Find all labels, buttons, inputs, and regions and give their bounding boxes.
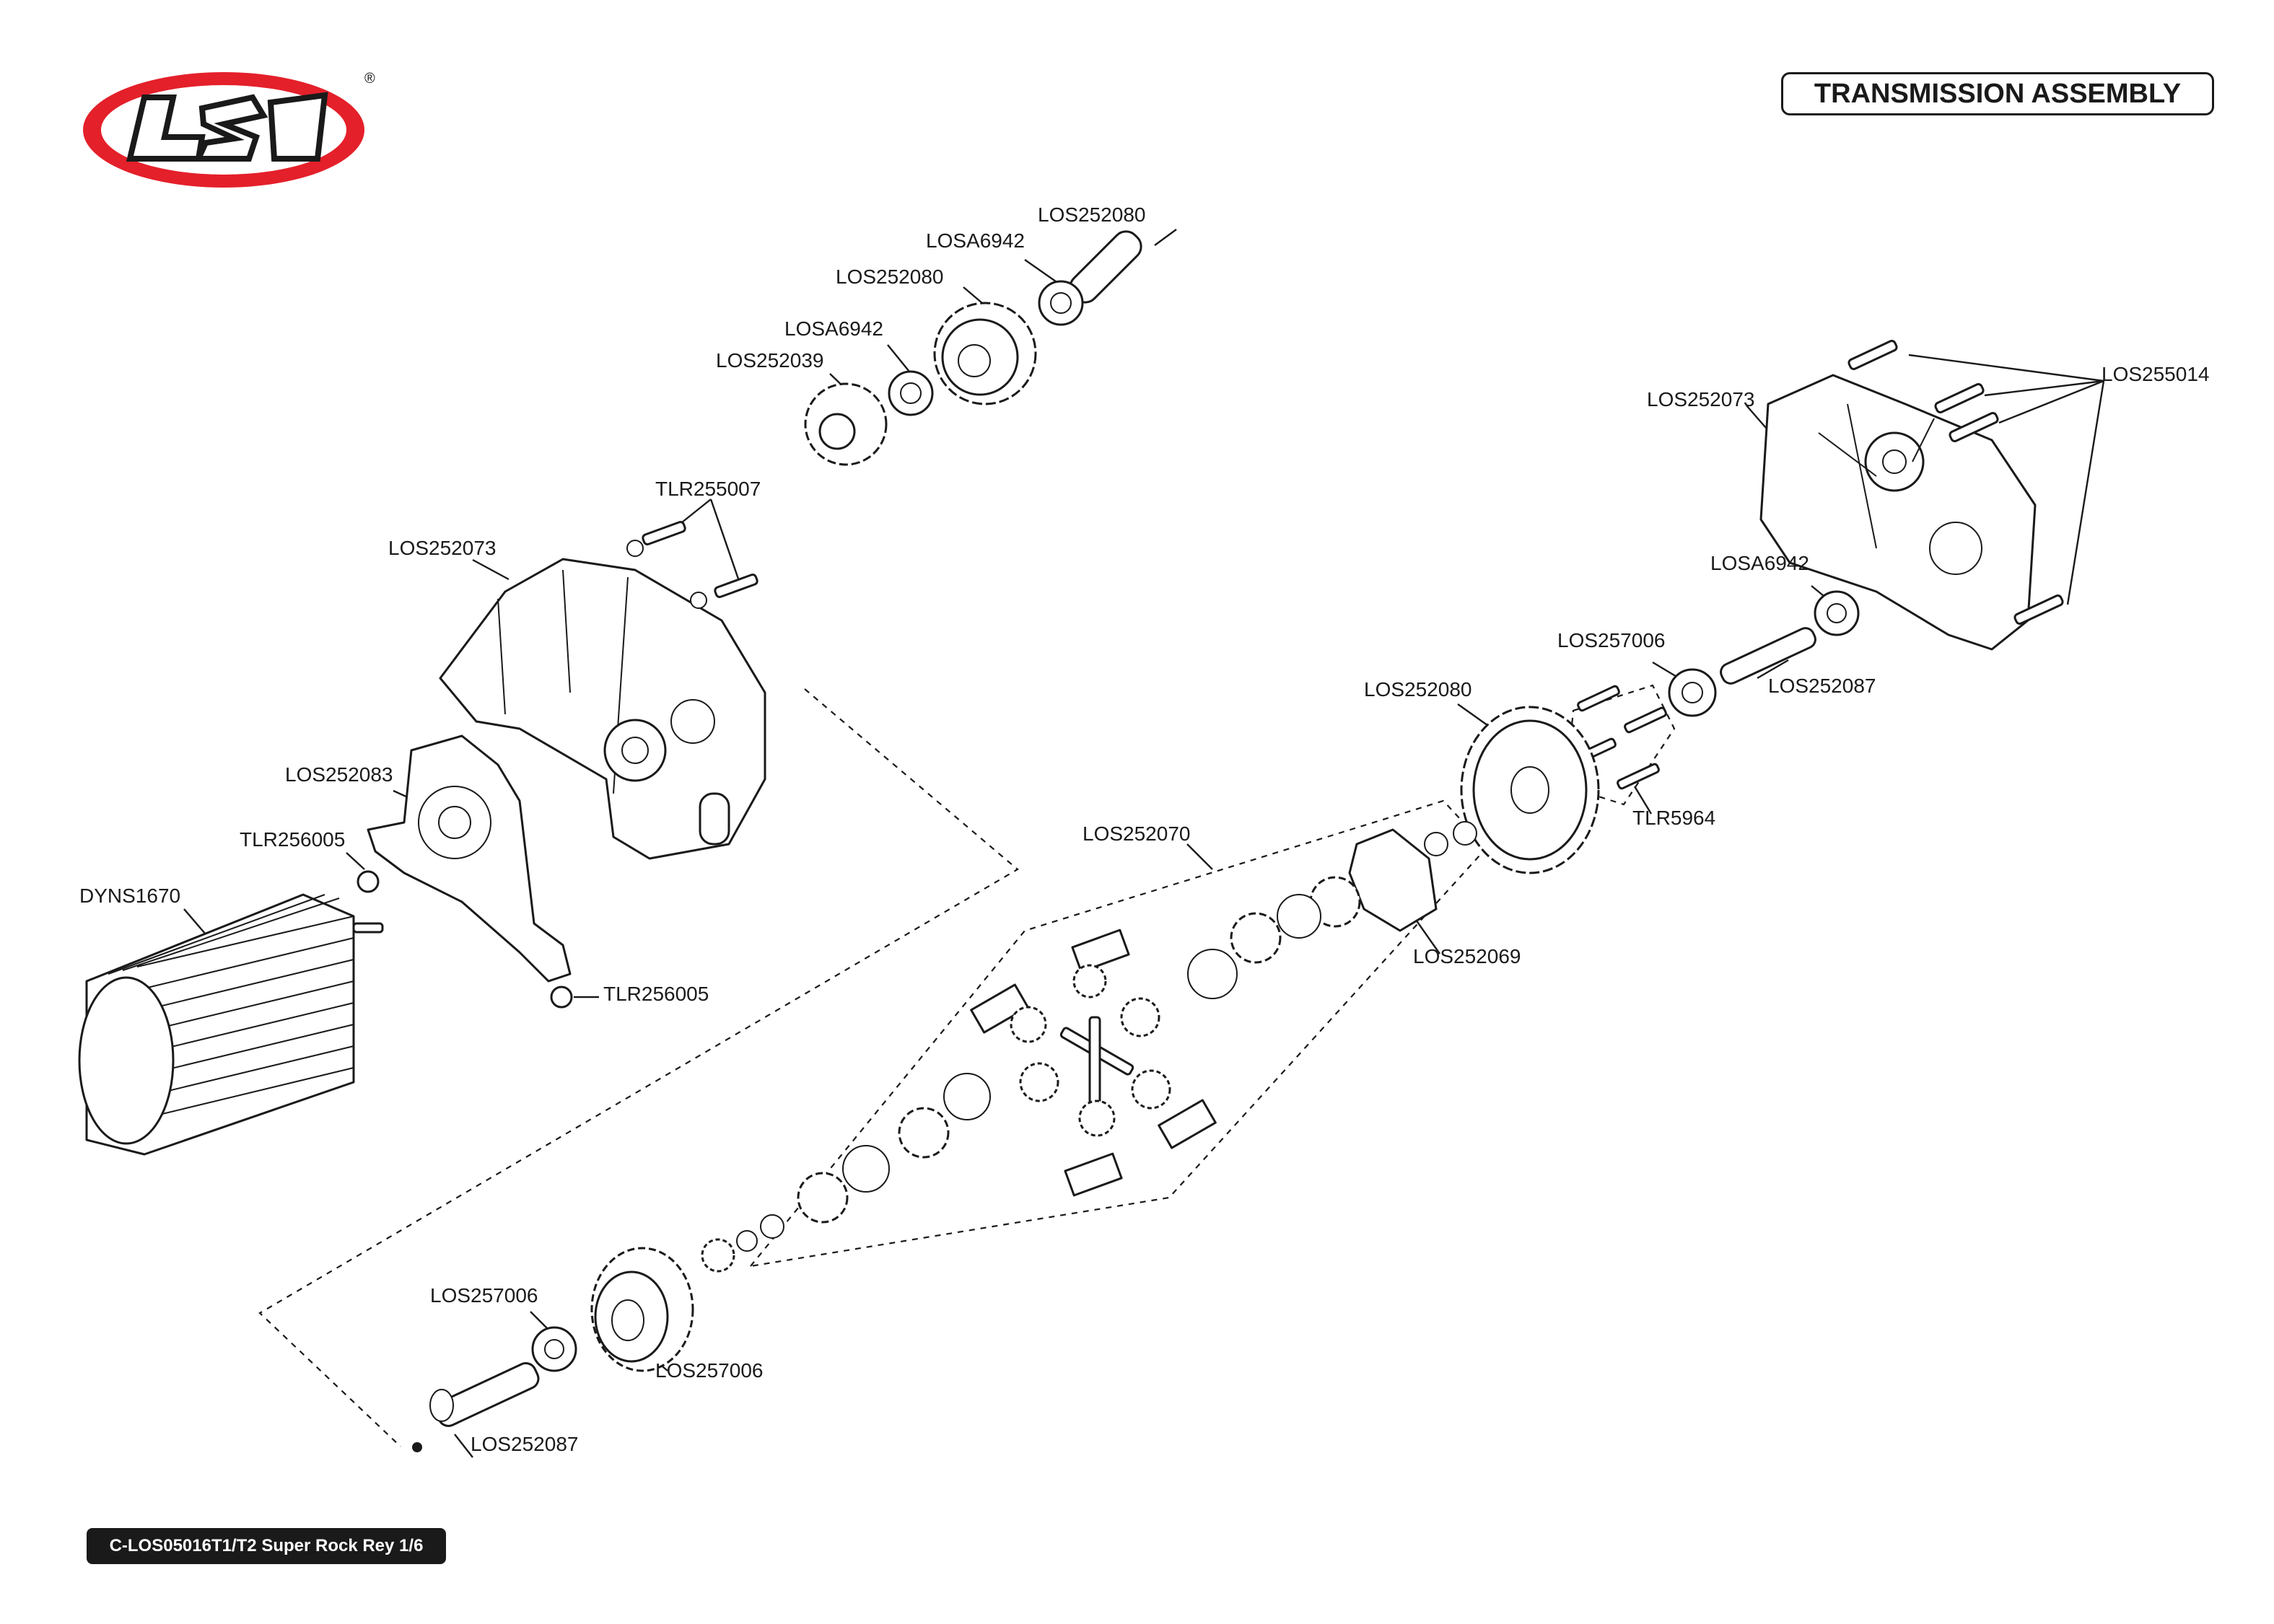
gearbox-case-left [439,558,766,860]
callout-label: LOS252073 [1647,388,1755,411]
model-footer: C-LOS05016T1/T2 Super Rock Rey 1/6 [87,1528,446,1564]
motor-nut-2 [550,986,573,1009]
callout-label: TLR256005 [603,983,709,1005]
callout-label: LOS252083 [285,763,393,786]
callout-label: LOS252070 [1083,822,1191,845]
callout-label: LOS252087 [1768,675,1876,697]
case-screws-top [626,521,758,609]
case-screws-right [1847,340,2064,625]
right-bearing [1814,590,1860,636]
guide-end-dot [412,1442,422,1452]
callout-label: TLR5964 [1632,807,1716,829]
spur-gear [1460,706,1600,874]
callout-label: LOS252069 [1413,945,1521,967]
assembly-guide-motor-to-case [258,688,1019,1447]
top-bearing-left [888,370,934,416]
left-diff-bearing [531,1326,577,1372]
callout-label: DYNS1670 [79,885,181,907]
callout-label: TLR256005 [240,828,346,851]
callout-label: LOS252080 [836,265,944,288]
losi-logo: ® [83,71,375,188]
pinion-gear [804,382,888,466]
diff-shims [1424,821,1477,856]
right-output-shaft [1720,627,1816,685]
callout-label: LOS257006 [430,1284,538,1307]
callout-label: LOS257006 [655,1359,764,1382]
motor-mount-plate [367,734,572,983]
idler-gear-large [933,302,1037,405]
callout-label: LOSA6942 [784,317,883,340]
callout-label: LOS252080 [1364,678,1472,701]
top-bearing-right [1038,280,1084,326]
callout-label: LOS257006 [1557,629,1666,651]
callout-label: LOS252073 [388,537,497,559]
gearbox-case-right [1759,374,2037,651]
callout-label: LOS252080 [1038,203,1146,226]
callout-label: LOS252087 [471,1433,579,1455]
callout-label: LOSA6942 [1710,552,1809,574]
callout-label: LOSA6942 [926,229,1025,252]
left-outdrive-cup [429,1362,540,1427]
callout-label: TLR255007 [655,478,761,500]
registered-mark: ® [364,71,375,87]
page-title: TRANSMISSION ASSEMBLY [1781,72,2214,115]
diff-internals [701,876,1361,1273]
right-diff-bearing [1668,668,1717,717]
diff-housing [590,1247,694,1372]
callout-label: LOS252039 [716,349,824,372]
motor-can [78,893,384,1156]
diff-gasket [1348,828,1438,932]
motor-nut-1 [357,870,380,893]
callout-label: LOS255014 [2102,363,2210,385]
